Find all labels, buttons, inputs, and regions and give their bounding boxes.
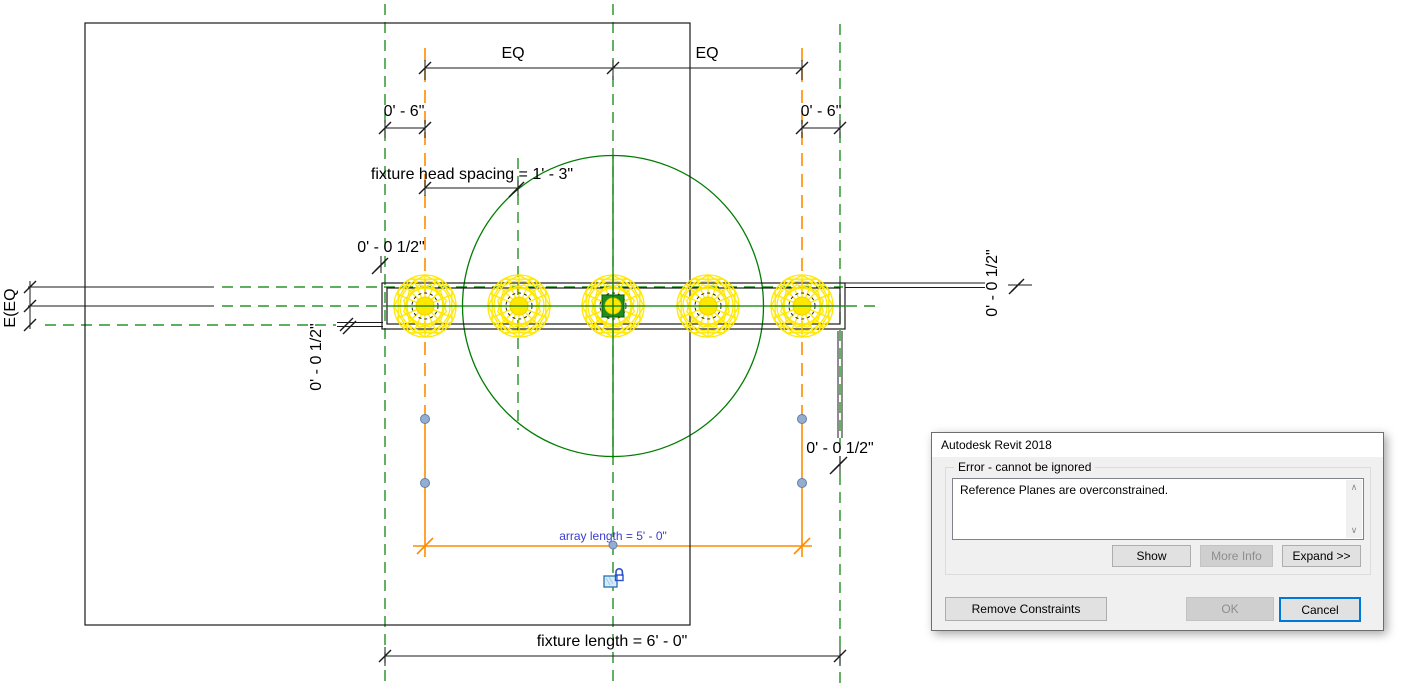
show-button[interactable]: Show bbox=[1112, 545, 1191, 567]
dim-six-right[interactable]: 0' - 6" bbox=[795, 103, 847, 138]
dim-half-top[interactable]: 0' - 0 1/2" bbox=[357, 239, 425, 275]
array-grip[interactable] bbox=[797, 478, 807, 488]
dim-eq-top[interactable]: EQ EQ bbox=[418, 45, 809, 80]
dim-label-six-left[interactable]: 0' - 6" bbox=[384, 103, 425, 120]
origin-marker[interactable] bbox=[383, 155, 845, 458]
array-tick bbox=[793, 537, 811, 555]
scrollbar[interactable]: ∧ ∨ bbox=[1346, 480, 1362, 538]
array-grip-center[interactable] bbox=[608, 540, 618, 550]
dim-label-eq-left[interactable]: EQ bbox=[501, 45, 524, 62]
scroll-down-icon[interactable]: ∨ bbox=[1350, 525, 1358, 535]
dim-label-head-spacing[interactable]: fixture head spacing = 1' - 3" bbox=[371, 166, 573, 183]
dim-eq-vertical[interactable]: E(EQ bbox=[2, 280, 37, 332]
dim-fixture-length[interactable]: fixture length = 6' - 0" bbox=[378, 633, 847, 666]
dim-half-bottom-right[interactable]: 0' - 0 1/2" bbox=[806, 331, 874, 475]
reference-planes-horizontal[interactable] bbox=[28, 286, 879, 326]
dim-half-right[interactable]: 0' - 0 1/2" bbox=[845, 249, 1032, 317]
dim-label-half-bottom-right[interactable]: 0' - 0 1/2" bbox=[806, 440, 873, 457]
error-dialog: Autodesk Revit 2018 Error - cannot be ig… bbox=[931, 432, 1384, 631]
ok-button: OK bbox=[1186, 597, 1274, 621]
dim-label-six-right[interactable]: 0' - 6" bbox=[801, 103, 842, 120]
cancel-button[interactable]: Cancel bbox=[1279, 597, 1361, 622]
error-groupbox-label: Error - cannot be ignored bbox=[954, 460, 1096, 474]
dim-label-half-left[interactable]: 0' - 0 1/2" bbox=[308, 323, 325, 390]
dim-label-fixture-length[interactable]: fixture length = 6' - 0" bbox=[537, 633, 688, 650]
dim-head-spacing[interactable]: fixture head spacing = 1' - 3" bbox=[371, 166, 573, 198]
dim-half-left[interactable]: 0' - 0 1/2" bbox=[308, 317, 383, 391]
dim-label-half-top[interactable]: 0' - 0 1/2" bbox=[357, 239, 424, 256]
array-length-label[interactable]: array length = 5' - 0" bbox=[559, 529, 667, 543]
dim-label-eq-vertical[interactable]: E(EQ bbox=[2, 288, 19, 327]
remove-constraints-button[interactable]: Remove Constraints bbox=[945, 597, 1107, 621]
scroll-up-icon[interactable]: ∧ bbox=[1350, 482, 1358, 492]
error-message-text: Reference Planes are overconstrained. bbox=[960, 483, 1169, 497]
error-groupbox: Error - cannot be ignored Reference Plan… bbox=[945, 460, 1371, 575]
more-info-button: More Info bbox=[1200, 545, 1273, 567]
array-tick bbox=[416, 537, 434, 555]
array-grip[interactable] bbox=[797, 414, 807, 424]
error-message-box[interactable]: Reference Planes are overconstrained. ∧ … bbox=[952, 478, 1364, 540]
expand-button[interactable]: Expand >> bbox=[1282, 545, 1361, 567]
array-grip[interactable] bbox=[420, 478, 430, 488]
dim-label-eq-right[interactable]: EQ bbox=[695, 45, 718, 62]
lock-icon[interactable] bbox=[603, 568, 624, 588]
array-grip[interactable] bbox=[420, 414, 430, 424]
dim-six-left[interactable]: 0' - 6" bbox=[378, 103, 432, 138]
dialog-title: Autodesk Revit 2018 bbox=[932, 433, 1383, 457]
dim-label-half-right[interactable]: 0' - 0 1/2" bbox=[984, 249, 1001, 316]
